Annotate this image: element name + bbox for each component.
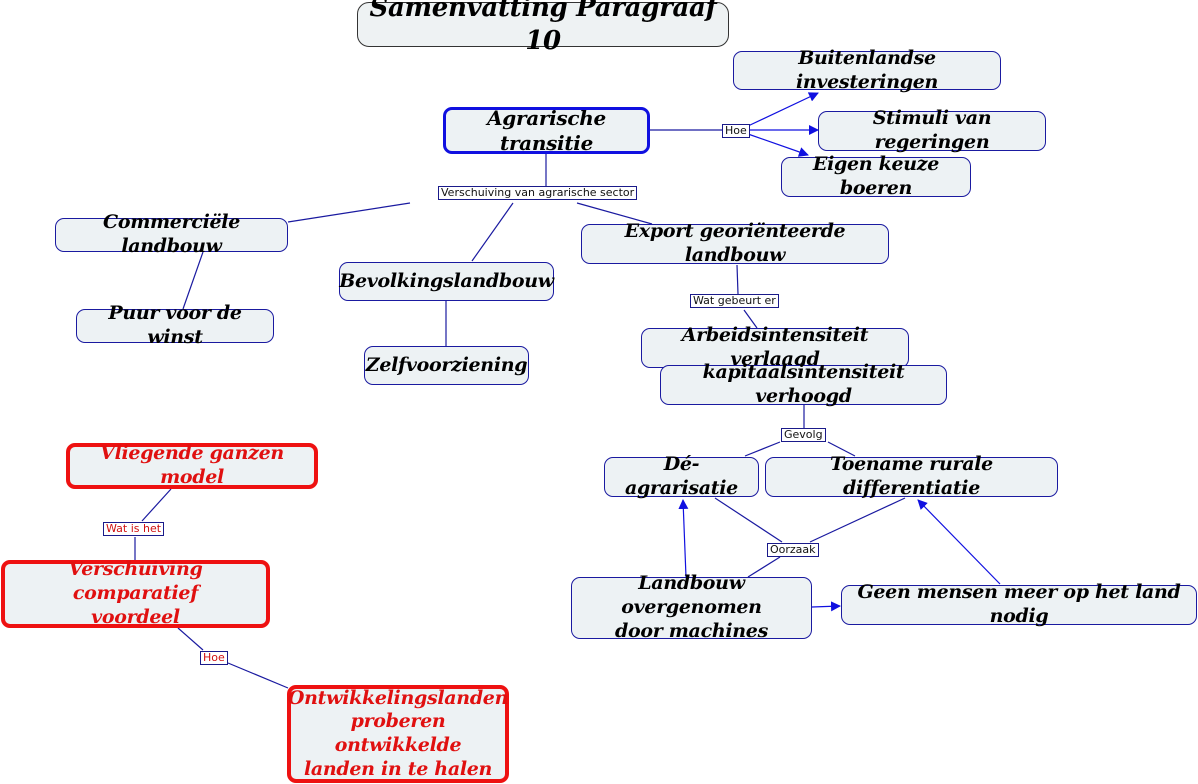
node-vliegende-ganzen-model[interactable]: Vliegende ganzen model bbox=[66, 442, 318, 489]
node-de-agrarisatie[interactable]: Dé-agrarisatie bbox=[604, 453, 759, 499]
node-export-georienteerde-landbouw[interactable]: Export georiënteerde landbouw bbox=[581, 220, 889, 266]
node-eigen-keuze-boeren[interactable]: Eigen keuze boeren bbox=[781, 153, 971, 199]
edge-commercieel-puur bbox=[182, 251, 204, 310]
link-label-oorzaak: Oorzaak bbox=[767, 543, 819, 557]
node-verschuiving-comparatief-voordeel[interactable]: Verschuiving comparatief voordeel bbox=[1, 558, 270, 628]
node-agrarische-transitie[interactable]: Agrarische transitie bbox=[443, 106, 650, 155]
edge-verschuiving-bevolking bbox=[471, 202, 514, 262]
edge-hoe-buitenlandse bbox=[747, 92, 819, 127]
edge-toename-oorzaak bbox=[809, 497, 906, 543]
edge-geen-toename bbox=[917, 499, 1001, 585]
node-toename-rurale-differentiatie[interactable]: Toename rurale differentiatie bbox=[765, 453, 1058, 499]
link-label-gevolg: Gevolg bbox=[781, 428, 826, 442]
edge-gevolg-toename bbox=[827, 441, 856, 457]
edge-watgebeurt-arbeid bbox=[743, 309, 758, 329]
edge-hoe-ontwikkelingslanden bbox=[227, 662, 289, 689]
node-buitenlandse-investeringen[interactable]: Buitenlandse investeringen bbox=[733, 47, 1001, 93]
edge-export-watgebeurt bbox=[736, 264, 739, 295]
edge-hoe-eigen bbox=[747, 133, 809, 157]
node-zelfvoorziening[interactable]: Zelfvoorziening bbox=[364, 346, 529, 385]
node-bevolkingslandbouw[interactable]: Bevolkingslandbouw bbox=[339, 262, 554, 301]
link-label-wat-gebeurt-er: Wat gebeurt er bbox=[690, 294, 779, 308]
node-kapitaalsintensiteit-verhoogd[interactable]: kapitaalsintensiteit verhoogd bbox=[660, 361, 947, 407]
edge-landbouw-de bbox=[678, 499, 689, 578]
node-geen-mensen-meer[interactable]: Geen mensen meer op het land nodig bbox=[841, 581, 1197, 627]
link-label-hoe-red: Hoe bbox=[200, 651, 228, 665]
node-ontwikkelingslanden[interactable]: Ontwikkelingslanden proberen ontwikkelde… bbox=[287, 685, 509, 783]
edge-gevolg-de bbox=[744, 441, 781, 457]
link-label-verschuiving-agrarische-sector: Verschuiving van agrarische sector bbox=[438, 186, 638, 200]
link-label-hoe: Hoe bbox=[722, 124, 750, 138]
edge-vliegende-watishet bbox=[141, 488, 172, 522]
page-title: Samenvatting Paragraaf 10 bbox=[357, 0, 729, 56]
edge-verschuiving-commercieel bbox=[287, 202, 411, 223]
edge-de-oorzaak bbox=[714, 497, 783, 543]
edge-oorzaak-landbouw bbox=[747, 556, 781, 578]
edge-landbouw-geen bbox=[811, 601, 841, 612]
node-stimuli-van-regeringen[interactable]: Stimuli van regeringen bbox=[818, 107, 1046, 153]
node-landbouw-overgenomen[interactable]: Landbouw overgenomen door machines bbox=[571, 572, 812, 642]
node-puur-voor-de-winst[interactable]: Puur voor de winst bbox=[76, 302, 274, 348]
node-commerciele-landbouw[interactable]: Commerciële landbouw bbox=[55, 211, 288, 257]
edge-verschuiving-export bbox=[576, 202, 653, 225]
link-label-wat-is-het: Wat is het bbox=[103, 522, 165, 536]
edge-verschuiving-hoe bbox=[177, 627, 204, 651]
